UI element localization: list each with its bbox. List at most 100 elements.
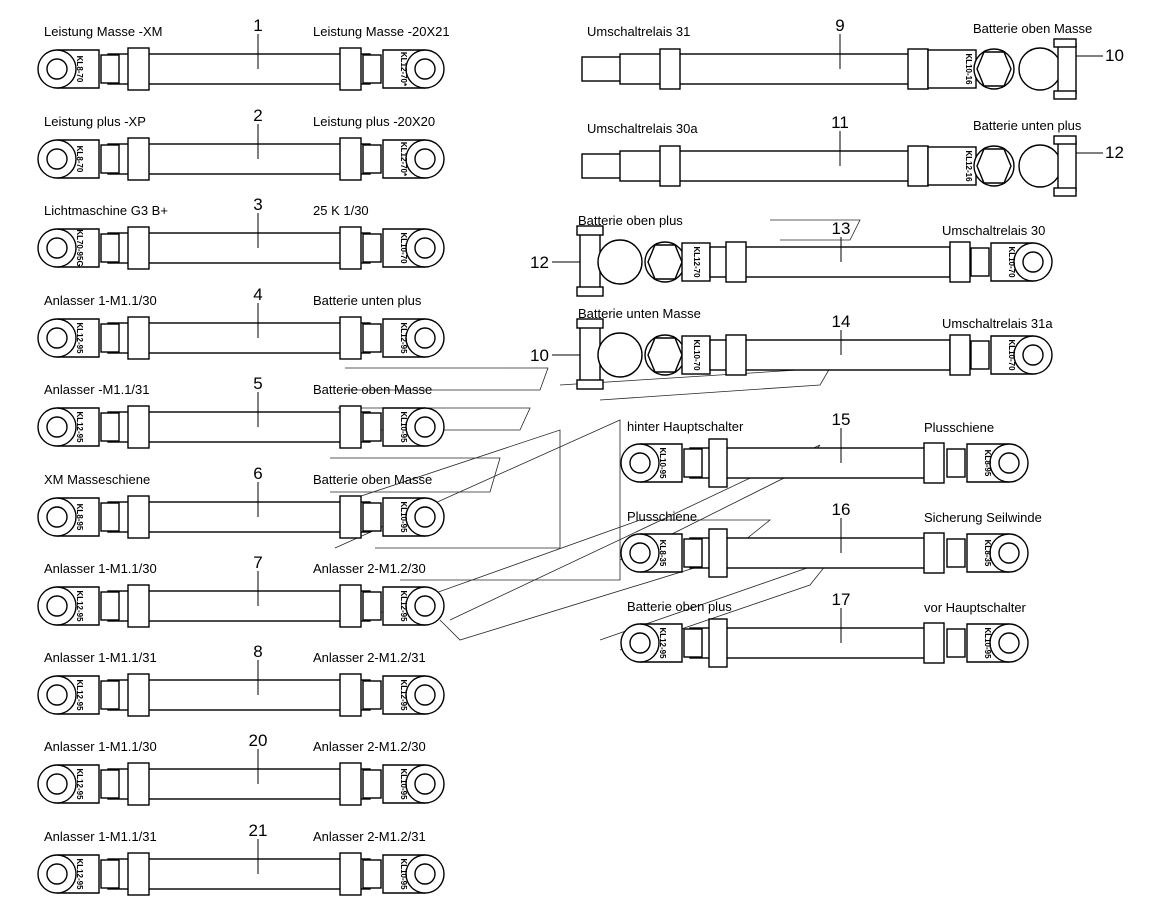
label-to: Anlasser 2-M1.2/31 <box>313 829 426 844</box>
lug-label: KL10-95 <box>983 627 992 659</box>
lug-label: KL12-95 <box>75 590 84 622</box>
lug-label: KL10-70 <box>399 232 408 264</box>
sleeve <box>339 47 362 91</box>
lug-label: KL8-35 <box>658 540 667 567</box>
label-to: Plusschiene <box>924 420 994 435</box>
sleeve <box>339 584 362 628</box>
clamp-bolt <box>579 229 601 293</box>
ring-lug-left: KL8-70 <box>37 139 120 179</box>
ring-lug-right: KL10-70 <box>362 228 445 268</box>
label-from: Batterie oben plus <box>627 599 732 614</box>
position-number: 14 <box>832 312 851 331</box>
lug-label: KL70-95G <box>75 229 84 266</box>
label-to: Batterie oben Masse <box>973 21 1092 36</box>
lug-label: KL8-70 <box>75 146 84 173</box>
ring-lug-right: KL12-70* <box>362 139 445 179</box>
label-to: Leistung Masse -20X21 <box>313 24 450 39</box>
sleeve <box>127 762 150 806</box>
ring-lug-right: KL12-95 <box>362 586 445 626</box>
hex-nut <box>647 244 683 280</box>
sleeve <box>339 405 362 449</box>
lug-body <box>681 242 711 282</box>
sleeve <box>127 495 150 539</box>
sleeve <box>949 334 971 376</box>
sleeve <box>949 241 971 283</box>
label-to: Batterie oben Masse <box>313 472 432 487</box>
sleeve <box>339 852 362 896</box>
lug-label: KL12-95 <box>399 322 408 354</box>
sleeve <box>708 618 728 668</box>
sleeve <box>339 316 362 360</box>
position-number: 16 <box>832 500 851 519</box>
ring-lug-left: KL12-95 <box>37 764 120 804</box>
clamp-bolt <box>1057 43 1077 95</box>
sleeve <box>127 137 150 181</box>
ring-lug-left: KL10-95 <box>620 443 703 483</box>
position-number: 9 <box>835 16 844 35</box>
clamp-callout: 10 <box>1105 46 1124 65</box>
ring-lug-left: KL12-95 <box>37 675 120 715</box>
clamp-callout: 12 <box>530 253 549 272</box>
lug-label: KL12-95 <box>75 858 84 890</box>
label-from: Anlasser 1-M1.1/31 <box>44 650 157 665</box>
lug-label: KL12-95 <box>399 679 408 711</box>
lug-body <box>927 146 977 186</box>
lug-label: KL10-95 <box>399 501 408 533</box>
lug-label: KL10-95 <box>399 768 408 800</box>
position-number: 2 <box>253 106 262 125</box>
ring-lug-right: KL12-95 <box>362 675 445 715</box>
label-to: Batterie unten plus <box>313 293 422 308</box>
sleeve <box>708 528 728 578</box>
battery-clamp <box>1018 144 1062 188</box>
position-number: 13 <box>832 219 851 238</box>
label-to: Batterie oben Masse <box>313 382 432 397</box>
label-to: Anlasser 2-M1.2/30 <box>313 739 426 754</box>
ring-lug-right: KL10-70 <box>970 335 1053 375</box>
clamp-bolt <box>579 322 601 386</box>
sleeve <box>339 673 362 717</box>
sleeve <box>339 226 362 270</box>
lug-label: KL12-95 <box>75 679 84 711</box>
position-number: 5 <box>253 374 262 393</box>
label-from: Plusschiene <box>627 509 697 524</box>
sleeve <box>659 145 681 187</box>
sleeve <box>127 405 150 449</box>
sleeve <box>339 495 362 539</box>
label-to: Umschaltrelais 31a <box>942 316 1053 331</box>
hex-nut <box>976 51 1012 87</box>
lug-label: KL12-95 <box>75 322 84 354</box>
ring-lug-left: KL12-95 <box>37 318 120 358</box>
ring-lug-right: KL10-70 <box>970 242 1053 282</box>
sleeve <box>907 48 929 90</box>
lug-label: KL12-95 <box>75 768 84 800</box>
lug-label: KL10-70 <box>1007 339 1016 371</box>
ring-lug-left: KL8-35 <box>620 533 703 573</box>
ring-lug-left: KL12-95 <box>37 407 120 447</box>
sleeve <box>708 438 728 488</box>
label-to: 25 K 1/30 <box>313 203 369 218</box>
sleeve <box>339 762 362 806</box>
lug-label: KL12-16 <box>964 150 973 182</box>
cable <box>107 590 371 622</box>
sleeve <box>923 532 945 574</box>
ring-lug-left: KL8-95 <box>37 497 120 537</box>
sleeve <box>127 316 150 360</box>
battery-clamp <box>597 239 643 285</box>
label-from: Anlasser 1-M1.1/30 <box>44 293 157 308</box>
position-number: 6 <box>253 464 262 483</box>
ring-lug-right: KL8-35 <box>946 533 1029 573</box>
clamp-bolt <box>1057 140 1077 192</box>
position-number: 11 <box>831 113 849 132</box>
sleeve <box>725 241 747 283</box>
sleeve <box>127 673 150 717</box>
label-to: Leistung plus -20X20 <box>313 114 435 129</box>
